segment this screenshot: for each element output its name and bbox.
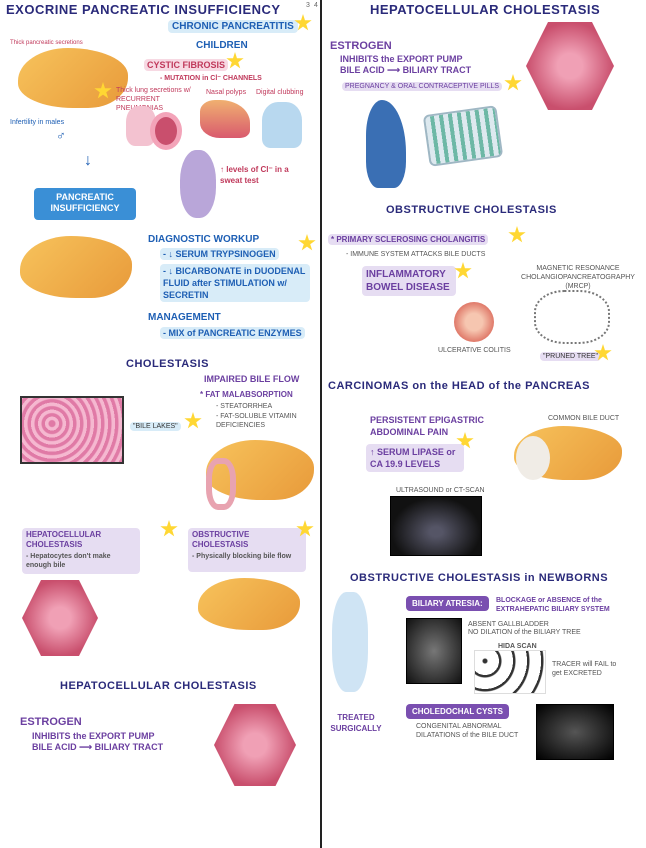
nasal-illustration (200, 100, 250, 138)
page-mark-left: 3 (306, 2, 310, 9)
estrogen-desc-right: INHIBITS the EXPORT PUMP (340, 54, 463, 64)
digital-clubbing-label: Digital clubbing (256, 89, 304, 96)
male-symbol-icon: ♂ (56, 128, 66, 143)
mrcp-label: MAGNETIC RESONANCE CHOLANGIOPANCREATOGRA… (521, 265, 635, 290)
pancreas-illustration (18, 48, 128, 108)
star-icon (184, 412, 202, 429)
hepatocellular-cholestasis-card: HEPATOCELLULAR CHOLESTASIS - Hepatocytes… (22, 528, 140, 574)
cf-mutation: - MUTATION in Cl⁻ CHANNELS (160, 75, 262, 82)
psc-desc: - IMMUNE SYSTEM ATTACKS BILE DUCTS (346, 251, 486, 258)
management-item: - MIX of PANCREATIC ENZYMES (160, 327, 305, 339)
infertility-label: Infertility in males (10, 119, 65, 126)
liver-lobule-illustration (22, 580, 98, 656)
hand-illustration (262, 102, 302, 148)
newborns-heading: OBSTRUCTIVE CHOLESTASIS in NEWBORNS (350, 572, 609, 584)
airway-illustration (150, 112, 182, 150)
star-icon (454, 262, 472, 279)
pregnancy-ocp-label: PREGNANCY & ORAL CONTRACEPTIVE PILLS (342, 82, 503, 91)
estrogen-label-right: ESTROGEN (330, 40, 392, 52)
thick-lung-label: Thick lung secretions w/ RECURRENT PNEUM… (116, 87, 191, 112)
biliary-atresia-desc: BLOCKAGE or ABSENCE of the EXTRAHEPATIC … (496, 597, 610, 613)
obstructive-cholestasis-heading: OBSTRUCTIVE CHOLESTASIS (386, 204, 557, 216)
cyst-ultrasound-image (536, 704, 614, 760)
hida-scan-label: HIDA SCAN (498, 643, 537, 650)
workup-item-bicarbonate: - ↓ BICARBONATE in DUODENAL FLUID after … (160, 264, 310, 302)
colon-illustration (454, 302, 494, 342)
bile-acid-left: BILE ACID ⟶ BILIARY TRACT (32, 742, 164, 752)
page-title-left: EXOCRINE PANCREATIC INSUFFICIENCY (6, 2, 281, 17)
ibd-label: INFLAMMATORY BOWEL DISEASE (362, 266, 456, 296)
page-mark-right: 4 (314, 2, 318, 9)
hida-scan-image (474, 650, 546, 694)
sweat-test-text: ↑ levels of Cl⁻ in a sweat test (220, 165, 289, 185)
histology-image (20, 396, 124, 464)
pancreas-illustration-3 (198, 578, 300, 630)
duodenum-illustration (206, 458, 236, 510)
psc-label: * PRIMARY SCLEROSING CHOLANGITIS (328, 234, 489, 245)
estrogen-label-left: ESTROGEN (20, 716, 82, 728)
obs-chol-card-title: OBSTRUCTIVE CHOLESTASIS (192, 530, 250, 549)
bile-lakes-label: "BILE LAKES" (130, 422, 181, 431)
choledochal-cysts-label: CHOLEDOCHAL CYSTS (406, 704, 509, 719)
choledochal-desc: CONGENITAL ABNORMAL DILATATIONS of the B… (416, 723, 519, 739)
hep-chol-card-title: HEPATOCELLULAR CHOLESTASIS (26, 530, 102, 549)
subtitle-chronic-pancreatitis: CHRONIC PANCREATITIS (168, 20, 298, 33)
serum-lipase: ↑ SERUM LIPASE or CA 19.9 LEVELS (366, 444, 464, 472)
fat-soluble-item: - FAT-SOLUBLE VITAMIN DEFICIENCIES (216, 413, 297, 429)
fat-malabsorption: * FAT MALABSORPTION (200, 390, 293, 399)
treated-surgically: TREATED SURGICALLY (330, 713, 382, 733)
common-bile-duct-label: COMMON BILE DUCT (548, 415, 620, 422)
star-icon (160, 520, 178, 537)
star-icon (298, 234, 316, 251)
management-heading: MANAGEMENT (148, 312, 221, 323)
no-dilation: NO DILATION of the BILIARY TREE (468, 629, 581, 636)
pill-pack-illustration (422, 105, 504, 167)
uc-label: ULCERATIVE COLITIS (438, 347, 511, 354)
obs-chol-card-desc: - Physically blocking bile flow (192, 553, 292, 560)
atresia-ultrasound-image (406, 618, 462, 684)
ultrasound-image (390, 496, 482, 556)
pruned-tree-label: "PRUNED TREE" (540, 352, 602, 361)
arrow-down-icon: ↓ (84, 152, 92, 169)
star-icon (508, 226, 526, 243)
mrcp-image (534, 290, 610, 344)
ultrasound-label: ULTRASOUND or CT-SCAN (396, 487, 485, 494)
children-heading: CHILDREN (196, 40, 248, 51)
star-icon (504, 74, 522, 91)
nasal-polyps-label: Nasal polyps (206, 89, 247, 96)
epigastric-pain: PERSISTENT EPIGASTRIC ABDOMINAL PAIN (370, 415, 485, 437)
cholestasis-heading: CHOLESTASIS (126, 358, 209, 370)
impaired-bile-flow: IMPAIRED BILE FLOW (204, 374, 300, 384)
baby-illustration (180, 150, 216, 218)
pregnant-woman-illustration (366, 100, 406, 188)
obstructive-cholestasis-card: OBSTRUCTIVE CHOLESTASIS - Physically blo… (188, 528, 306, 572)
liver-lobule-illustration-3 (526, 22, 614, 110)
star-icon (226, 52, 244, 69)
thick-secretions-label: Thick pancreatic secretions (10, 40, 83, 46)
hepatocellular-heading-left: HEPATOCELLULAR CHOLESTASIS (60, 680, 257, 692)
pancreas-illustration-2 (20, 236, 132, 298)
pancreatic-insufficiency-box: PANCREATIC INSUFFICIENCY (34, 188, 136, 220)
absent-gallbladder: ABSENT GALLBLADDER (468, 621, 549, 628)
infant-illustration (332, 592, 368, 692)
steatorrhea-item: - STEATORRHEA (216, 403, 273, 410)
tracer-label: TRACER will FAIL to get EXCRETED (552, 661, 617, 677)
cystic-fibrosis-title: CYSTIC FIBROSIS (144, 59, 229, 71)
biliary-atresia-label: BILIARY ATRESIA: (406, 596, 489, 611)
page-divider (320, 0, 322, 848)
bile-acid-right: BILE ACID ⟶ BILIARY TRACT (340, 65, 472, 75)
liver-lobule-illustration-2 (214, 704, 296, 786)
workup-item-trypsinogen: - ↓ SERUM TRYPSINOGEN (160, 248, 279, 260)
diagnostic-workup-heading: DIAGNOSTIC WORKUP (148, 234, 260, 245)
estrogen-desc-left: INHIBITS the EXPORT PUMP (32, 731, 155, 741)
tumor-illustration (516, 436, 550, 480)
page-title-right: HEPATOCELLULAR CHOLESTASIS (370, 2, 601, 17)
hep-chol-card-desc: - Hepatocytes don't make enough bile (26, 553, 111, 569)
carcinoma-heading: CARCINOMAS on the HEAD of the PANCREAS (328, 380, 591, 392)
